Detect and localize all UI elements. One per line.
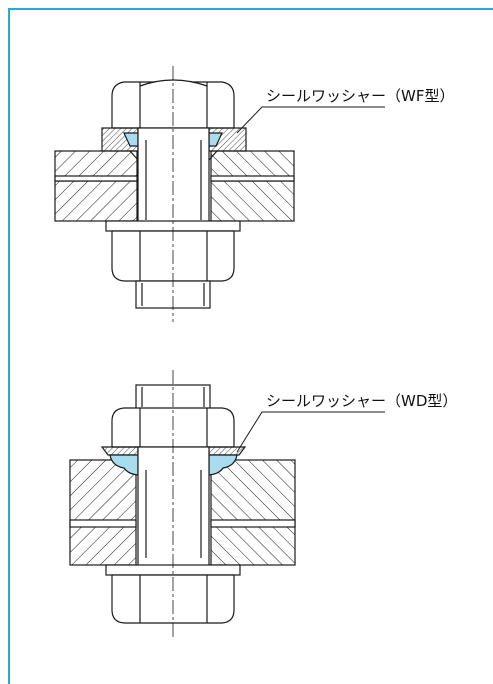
top-assembly-wf bbox=[54, 66, 385, 322]
figure-frame bbox=[8, 8, 493, 684]
bottom-callout-label: シールワッシャー（WD型） bbox=[266, 392, 457, 410]
bottom-bolt-shank bbox=[137, 446, 210, 568]
top-nut bbox=[111, 79, 235, 129]
bottom-bolt-head bbox=[111, 574, 235, 624]
top-washer-wf bbox=[101, 127, 247, 152]
bottom-washer-wd bbox=[100, 446, 247, 476]
top-callout-label: シールワッシャー（WF型） bbox=[266, 87, 454, 105]
bottom-plates bbox=[69, 459, 296, 566]
bottom-assembly-wd bbox=[69, 370, 385, 640]
top-bolt-shank bbox=[129, 127, 218, 229]
top-leader-line bbox=[236, 106, 385, 134]
bottom-leader-line bbox=[236, 411, 385, 453]
top-plates bbox=[54, 150, 295, 222]
